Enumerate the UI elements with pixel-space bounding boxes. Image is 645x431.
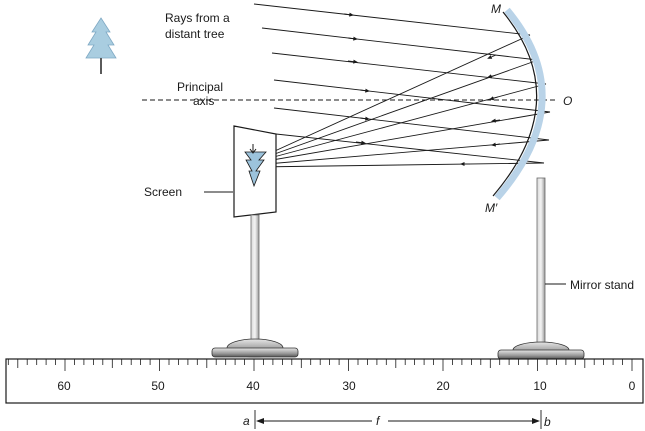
rays-label-line2: distant tree bbox=[165, 27, 225, 41]
reflected-rays bbox=[254, 34, 551, 168]
inverted-tree-icon bbox=[244, 144, 267, 188]
mirror-stand-label: Mirror stand bbox=[570, 278, 634, 292]
mirror-reflecting-surface bbox=[492, 11, 538, 197]
ray-3 bbox=[271, 52, 547, 85]
metre-scale: 60 50 40 30 20 10 0 bbox=[5, 358, 644, 404]
mirror-stand bbox=[497, 177, 585, 360]
ray-2 bbox=[261, 27, 539, 61]
scale-ticks bbox=[7, 359, 633, 371]
ray-5 bbox=[273, 107, 550, 141]
focal-length-dimension bbox=[254, 410, 542, 429]
scale-number-50: 50 bbox=[151, 379, 165, 393]
concave-mirror bbox=[494, 7, 546, 201]
rays-label-line1: Rays from a bbox=[165, 11, 230, 25]
focal-length-label: f bbox=[376, 414, 381, 428]
scale-number-10: 10 bbox=[533, 379, 547, 393]
ray-1 bbox=[253, 3, 531, 36]
scale-number-0: 0 bbox=[629, 379, 636, 393]
ray-4 bbox=[273, 79, 551, 113]
principal-axis-label-line1: Principal bbox=[177, 80, 223, 94]
scale-number-60: 60 bbox=[57, 379, 71, 393]
pole-label: O bbox=[563, 94, 572, 108]
mirror-bottom-label: M′ bbox=[485, 201, 498, 215]
screen-label: Screen bbox=[144, 185, 182, 199]
ray-6 bbox=[275, 133, 545, 164]
mirror-top-label: M bbox=[491, 2, 501, 16]
screen bbox=[233, 125, 277, 218]
scale-number-40: 40 bbox=[246, 379, 260, 393]
reflected-ray-arrows bbox=[459, 54, 501, 167]
incoming-rays bbox=[253, 3, 551, 164]
incoming-ray-arrows bbox=[343, 12, 371, 145]
scale-number-30: 30 bbox=[342, 379, 356, 393]
point-b-label: b bbox=[544, 415, 551, 429]
tree-icon bbox=[85, 17, 117, 74]
scale-number-20: 20 bbox=[436, 379, 450, 393]
point-a-label: a bbox=[243, 414, 250, 428]
principal-axis-label-line2: axis bbox=[193, 94, 214, 108]
screen-stand bbox=[211, 214, 299, 358]
